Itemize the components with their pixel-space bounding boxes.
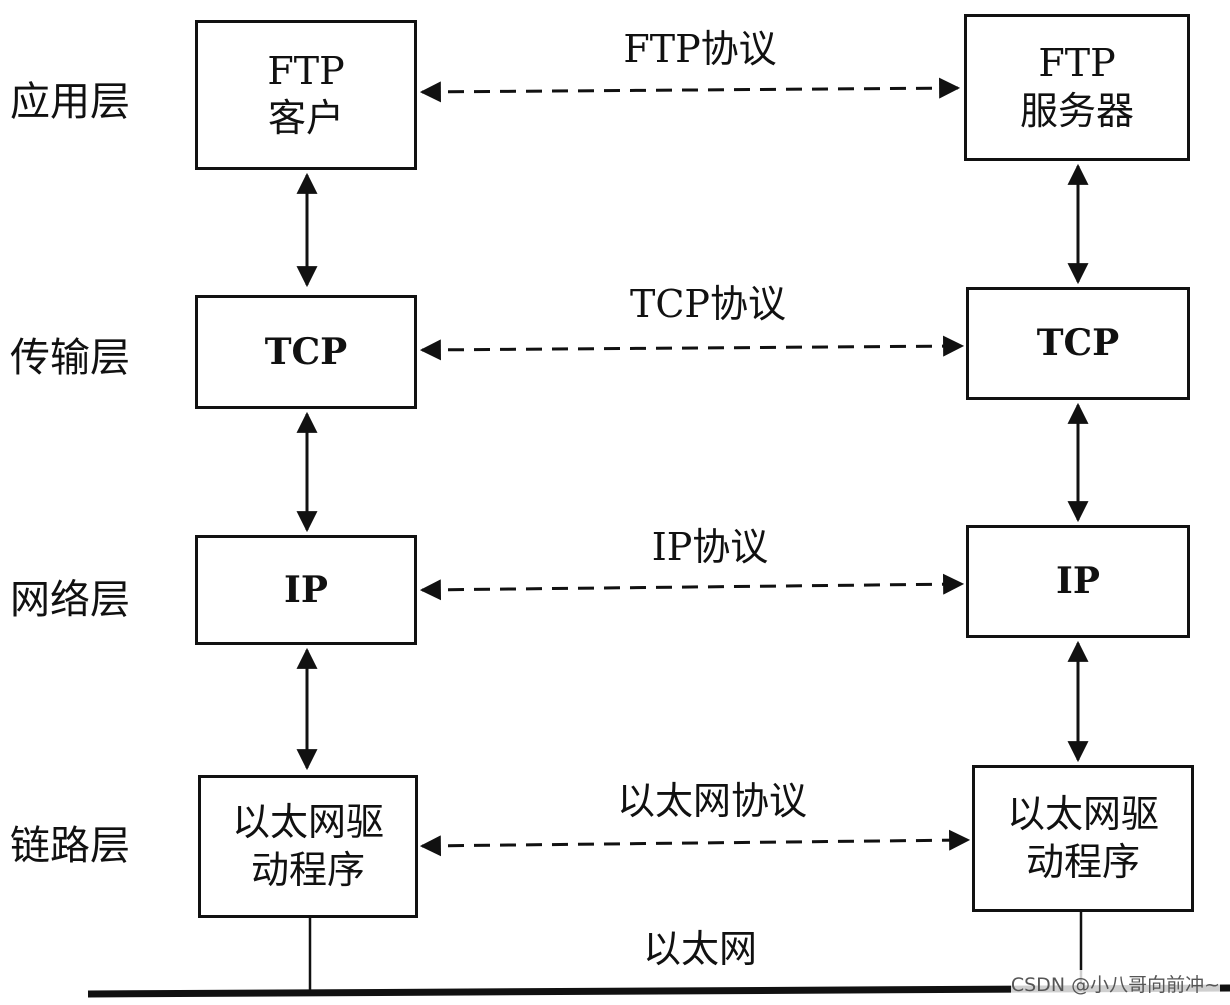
csdn-watermark: CSDN @小八哥向前冲~ <box>1010 970 1220 997</box>
layer-label-network: 网络层 <box>10 577 130 623</box>
ftp-protocol-label: FTP协议 <box>623 27 777 71</box>
client-ftp-line2: 客户 <box>267 96 344 140</box>
client-ftp-box: FTP 客户 <box>195 20 417 170</box>
client-ip-label: IP <box>284 568 328 611</box>
server-ftp-line2: 服务器 <box>1019 88 1134 133</box>
ip-protocol-label: IP协议 <box>651 525 769 569</box>
layer-label-transport: 传输层 <box>10 335 130 381</box>
server-ip-box: IP <box>966 525 1190 638</box>
server-ip-label: IP <box>1056 560 1100 602</box>
client-ip-box: IP <box>195 535 417 645</box>
server-driver-box: 以太网驱 动程序 <box>972 765 1194 912</box>
tcp-protocol-arrow <box>419 335 965 361</box>
ethernet-protocol-arrow <box>419 829 971 857</box>
ip-protocol-arrow <box>419 573 965 601</box>
ftp-protocol-arrow <box>419 77 961 103</box>
server-driver-line1: 以太网驱 <box>1006 792 1159 836</box>
server-tcp-box: TCP <box>966 287 1190 400</box>
client-tcp-label: TCP <box>264 330 348 373</box>
server-tcp-label: TCP <box>1036 322 1120 364</box>
server-ftp-line1: FTP <box>1038 41 1116 85</box>
client-driver-box: 以太网驱 动程序 <box>198 775 418 918</box>
ethernet-medium-label: 以太网 <box>642 927 758 971</box>
client-ftp-line1: FTP <box>267 48 345 93</box>
client-driver-line1: 以太网驱 <box>231 800 384 844</box>
layer-label-link: 链路层 <box>10 823 130 869</box>
tcp-protocol-label: TCP协议 <box>630 282 786 326</box>
client-driver-line2: 动程序 <box>250 847 365 892</box>
ethernet-protocol-label: 以太网协议 <box>616 779 808 823</box>
server-ftp-box: FTP 服务器 <box>964 14 1190 161</box>
server-driver-line2: 动程序 <box>1025 839 1140 884</box>
client-tcp-box: TCP <box>195 295 417 409</box>
layer-label-application: 应用层 <box>10 79 130 125</box>
